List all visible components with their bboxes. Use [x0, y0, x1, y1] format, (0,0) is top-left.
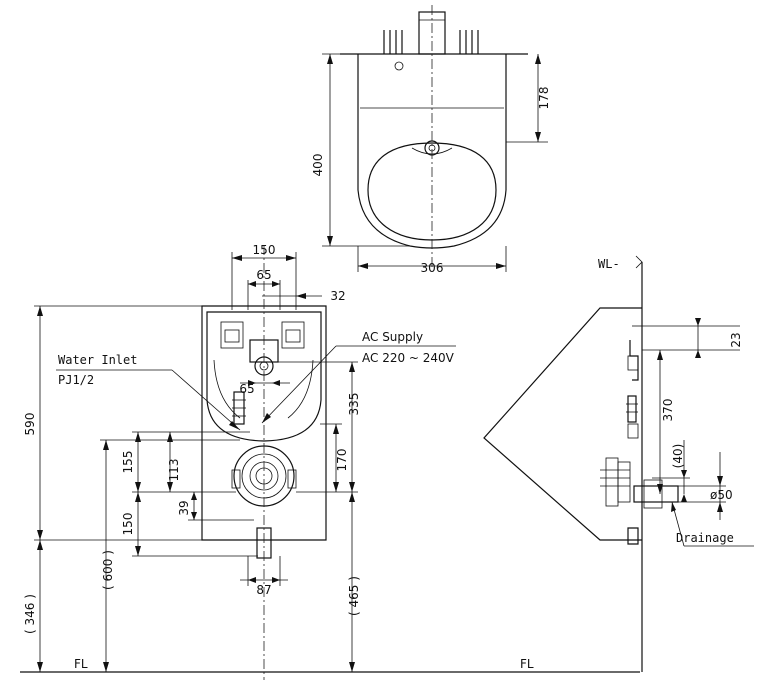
water-inlet-spec: PJ1/2 — [58, 373, 94, 387]
dim-370-text: 370 — [661, 399, 675, 422]
top-view-bolts-left — [383, 30, 403, 54]
side-view-inlet — [627, 395, 637, 423]
dim-306-text: 306 — [421, 261, 444, 275]
side-view-drain — [600, 457, 679, 509]
dim-600-text: ( 600 ) — [101, 550, 115, 590]
dim-150-low-text: 150 — [121, 513, 135, 536]
drainage-label: Drainage — [676, 531, 734, 545]
dim-65-top-text: 65 — [256, 268, 271, 282]
dim-39-text: 39 — [177, 500, 191, 515]
dim-113-text: 113 — [167, 459, 181, 482]
front-view-back-plate — [201, 305, 327, 541]
dim-65-mid-text: 65 — [239, 382, 254, 396]
ac-supply-spec: AC 220 ~ 240V — [362, 351, 455, 365]
dim-400-text: 400 — [311, 154, 325, 177]
side-view: WL- 23 — [483, 255, 754, 672]
front-view-bowl-outline — [206, 311, 322, 442]
side-view-body — [483, 307, 642, 541]
wl-label: WL- — [598, 257, 620, 271]
dim-32-text: 32 — [330, 289, 345, 303]
dim-150-top-text: 150 — [253, 243, 276, 257]
dim-87-text: 87 — [256, 583, 271, 597]
front-view: 150 65 32 65 Water Inlet PJ1/2 AC Supply… — [20, 243, 640, 680]
water-inlet-label: Water Inlet — [58, 353, 137, 367]
dim-170-text: 170 — [335, 449, 349, 472]
fl-left-label: FL — [74, 657, 88, 671]
dim-178-text: 178 — [537, 87, 551, 110]
top-view: 400 178 306 — [311, 5, 551, 275]
dim-346-text: ( 346 ) — [23, 594, 37, 634]
fl-right-label: FL — [520, 657, 534, 671]
dim-23-text: 23 — [729, 332, 743, 347]
ac-supply-label: AC Supply — [362, 330, 423, 344]
side-view-bottom-bracket — [627, 527, 639, 545]
dim-590-text: 590 — [23, 413, 37, 436]
side-view-top-fixture — [627, 325, 642, 381]
dim-40-text: (40) — [671, 444, 685, 469]
dim-phi50-text: ø50 — [710, 488, 733, 502]
dim-465-text: ( 465 ) — [347, 576, 361, 616]
top-view-bolts-right — [459, 30, 479, 54]
dim-335-text: 335 — [347, 393, 361, 416]
front-view-brackets — [220, 321, 305, 349]
dim-155-text: 155 — [121, 451, 135, 474]
